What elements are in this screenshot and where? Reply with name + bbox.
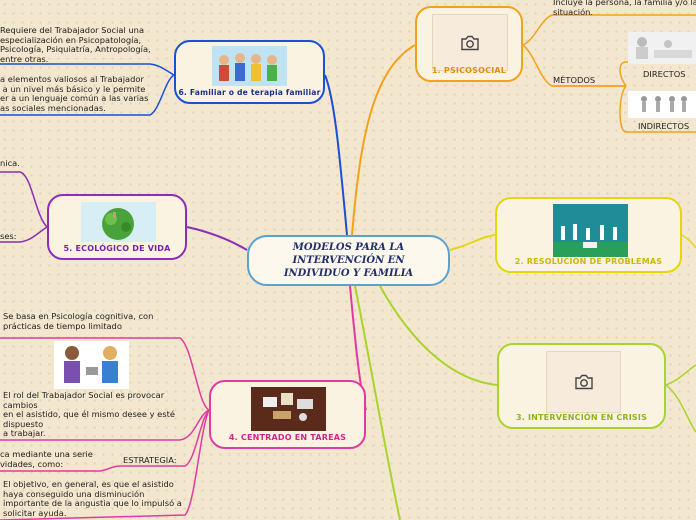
- familiar-text-1: Requiere del Trabajador Social una espec…: [0, 26, 151, 64]
- directos-label: DIRECTOS: [643, 69, 686, 79]
- tareas-text-4: El objetivo, en general, es que el asist…: [3, 480, 182, 518]
- tareas-text-2: El rol del Trabajador Social es provocar…: [3, 391, 175, 439]
- central-title: MODELOS PARA LA INTERVENCIÓN EN INDIVIDU…: [284, 241, 413, 280]
- node-ecologico-vida[interactable]: 5. ECOLÓGICO DE VIDA: [47, 194, 187, 260]
- familiar-image: [212, 46, 287, 86]
- indirectos-image: [628, 91, 696, 118]
- camera-icon: [574, 374, 594, 390]
- tareas-text-3: ca mediante una serie vidades, como:: [0, 450, 93, 469]
- directos-image: [628, 32, 696, 64]
- camera-icon: [460, 35, 480, 51]
- tareas-text-1: Se basa en Psicología cognitiva, con prá…: [3, 312, 153, 331]
- node-title: 3. INTERVENCIÓN EN CRISIS: [499, 413, 664, 422]
- tareas-people-image: [54, 341, 129, 389]
- ecologico-text-1: nica.: [0, 159, 20, 169]
- node-title: 4. CENTRADO EN TAREAS: [211, 433, 364, 442]
- node-title: 1. PSICOSOCIAL: [417, 66, 521, 75]
- node-resolucion-problemas[interactable]: 2. RESOLUCIÓN DE PROBLEMAS: [495, 197, 682, 273]
- psicosocial-description: Incluye la persona, la familia y/o la si…: [553, 0, 696, 17]
- ecologico-text-2: ses:: [0, 232, 17, 242]
- central-topic[interactable]: MODELOS PARA LA INTERVENCIÓN EN INDIVIDU…: [247, 235, 450, 286]
- metodos-label: MÉTODOS: [553, 75, 595, 85]
- node-title: 2. RESOLUCIÓN DE PROBLEMAS: [497, 257, 680, 266]
- node-intervencion-crisis[interactable]: 3. INTERVENCIÓN EN CRISIS: [497, 343, 666, 429]
- node-title: 5. ECOLÓGICO DE VIDA: [49, 244, 185, 253]
- tareas-image: [251, 387, 326, 431]
- image-placeholder: [546, 351, 621, 413]
- ecologico-image: [81, 202, 156, 242]
- node-centrado-tareas[interactable]: 4. CENTRADO EN TAREAS: [209, 380, 366, 449]
- node-psicosocial[interactable]: 1. PSICOSOCIAL: [415, 6, 523, 82]
- node-familiar[interactable]: 6. Familiar o de terapia familiar: [174, 40, 325, 104]
- estrategia-label: ESTRATEGIA:: [123, 455, 177, 465]
- indirectos-label: INDIRECTOS: [638, 121, 689, 131]
- problemas-image: [553, 204, 628, 257]
- familiar-text-2: a elementos valiosos al Trabajador a un …: [0, 75, 148, 113]
- image-placeholder: [432, 14, 508, 71]
- node-title: 6. Familiar o de terapia familiar: [176, 88, 323, 97]
